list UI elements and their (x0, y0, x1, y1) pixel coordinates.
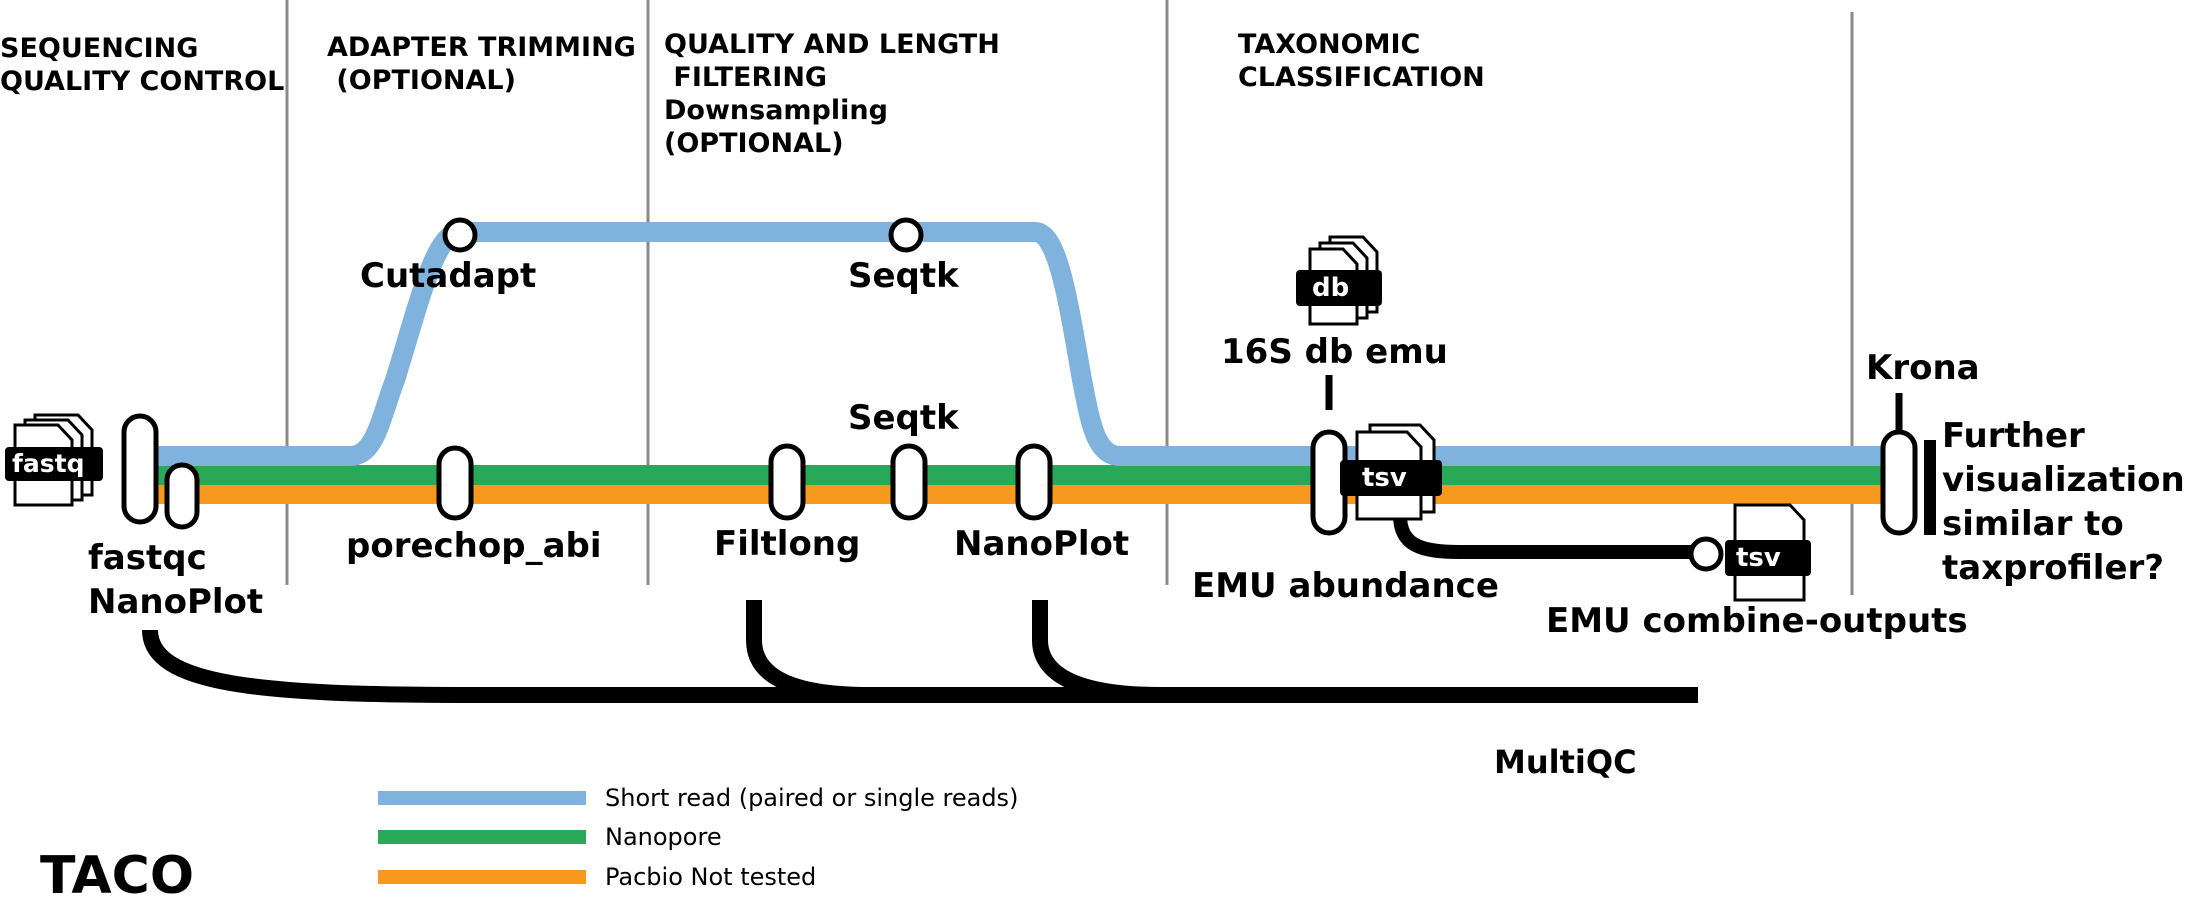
nanoplot-filter-label: NanoPlot (954, 524, 1130, 564)
section-header-line: SEQUENCING (0, 33, 199, 64)
fastqc-node[interactable] (121, 413, 159, 525)
section-header-line: TAXONOMIC (1238, 29, 1421, 60)
emu-combine-label: EMU combine-outputs (1546, 601, 1968, 641)
fastq-file-label: fastq (12, 449, 85, 478)
legend-swatches (378, 791, 586, 884)
tsv-main-file-icon (1340, 423, 1442, 521)
further-line: Further (1942, 416, 2085, 456)
further-bar (1924, 440, 1936, 535)
further-visualization-label: Further visualization similar to taxprof… (1942, 414, 2185, 590)
section-header-line: FILTERING (664, 62, 828, 93)
legend-label-pacbio: Pacbio Not tested (605, 863, 817, 891)
further-line: similar to (1942, 504, 2124, 544)
krona-label: Krona (1866, 348, 1980, 388)
krona-node[interactable] (1880, 429, 1918, 536)
fastq-file-icon (5, 413, 103, 507)
section-header-line: ADAPTER TRIMMING (327, 32, 636, 63)
pipeline-title: TACO (40, 846, 195, 906)
cutadapt-label: Cutadapt (360, 256, 537, 296)
multiqc-line-nanoplot (1032, 600, 1161, 703)
filtlong-node[interactable] (768, 443, 806, 521)
section-header-line: QUALITY CONTROL (0, 66, 285, 97)
tsv-combine-file-icon (1725, 503, 1811, 602)
db-file-label: db (1312, 273, 1350, 303)
porechop-label: porechop_abi (346, 526, 602, 566)
nanoplot-qc-label: NanoPlot (88, 582, 264, 622)
emu-abundance-label: EMU abundance (1192, 566, 1499, 606)
multiqc-connectors (142, 600, 1698, 703)
legend-label-short-read: Short read (paired or single reads) (605, 784, 1019, 812)
seqtk-long-label: Seqtk (848, 398, 959, 438)
seqtk-short-label: Seqtk (848, 256, 959, 296)
section-header-line: QUALITY AND LENGTH (664, 29, 1000, 60)
section-header-sequencing-qc: SEQUENCING QUALITY CONTROL (0, 32, 284, 98)
cutadapt-node[interactable] (442, 217, 478, 253)
section-header-quality-filtering: QUALITY AND LENGTH FILTERING Downsamplin… (664, 28, 1000, 160)
seqtk-long-node[interactable] (890, 443, 928, 521)
porechop-node[interactable] (436, 445, 474, 521)
tsv-combine-file-label: tsv (1736, 543, 1781, 573)
nanoplot-qc-node[interactable] (164, 462, 200, 530)
db-file-icon (1296, 235, 1382, 326)
emu-db-label: 16S db emu (1221, 332, 1448, 372)
section-header-line: (OPTIONAL) (664, 128, 844, 159)
multiqc-line-filtlong (746, 600, 871, 703)
short-read-track (150, 222, 1900, 466)
multiqc-line-fastqc (142, 629, 1698, 703)
fastqc-label: fastqc (88, 538, 207, 578)
nanoplot-filter-node[interactable] (1015, 443, 1053, 521)
seqtk-short-node[interactable] (888, 217, 924, 253)
tsv-main-file-label: tsv (1362, 463, 1407, 493)
section-header-line: Downsampling (664, 95, 888, 126)
emu-combine-connector (1393, 514, 1706, 559)
further-line: taxprofiler? (1942, 548, 2164, 588)
section-header-adapter-trimming: ADAPTER TRIMMING (OPTIONAL) (327, 31, 636, 97)
section-header-line: CLASSIFICATION (1238, 62, 1485, 93)
legend-label-nanopore: Nanopore (605, 823, 722, 851)
multiqc-label: MultiQC (1494, 743, 1637, 781)
emu-combine-node[interactable] (1688, 536, 1724, 572)
filtlong-label: Filtlong (714, 524, 861, 564)
section-header-taxonomic-classification: TAXONOMIC CLASSIFICATION (1238, 28, 1485, 94)
further-line: visualization (1942, 460, 2185, 500)
section-header-line: (OPTIONAL) (327, 65, 516, 96)
